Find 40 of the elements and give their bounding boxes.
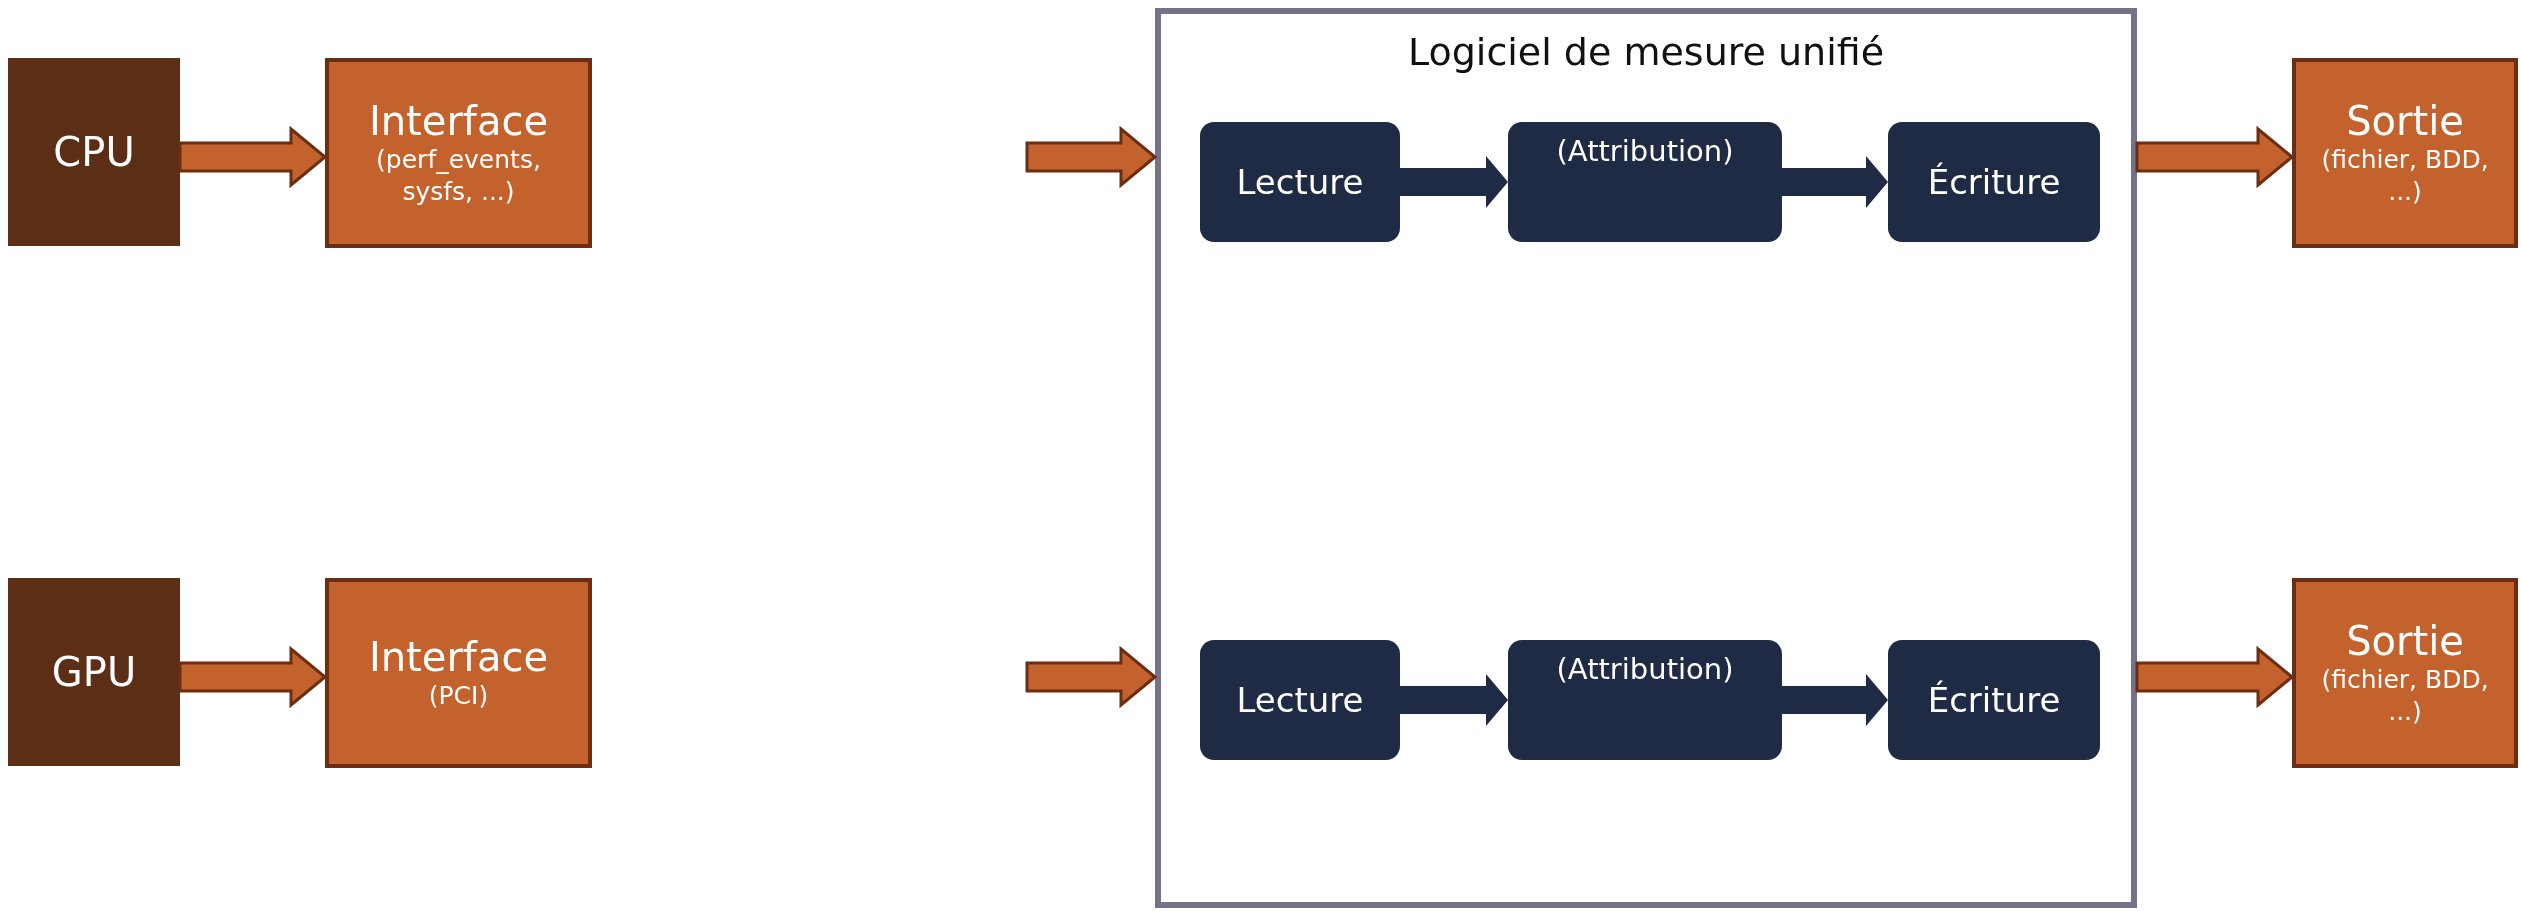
block-arrow bbox=[1782, 156, 1888, 208]
step-box bbox=[1888, 122, 2100, 242]
box-detail: (perf_events, sysfs, ...) bbox=[375, 143, 542, 208]
box-heading: Interface bbox=[368, 97, 549, 144]
step-box bbox=[1200, 640, 1400, 760]
component-box bbox=[8, 58, 180, 246]
block-arrow bbox=[178, 125, 328, 189]
box-label: Écriture bbox=[1927, 680, 2061, 720]
block-arrow bbox=[1400, 156, 1508, 208]
process-box bbox=[2292, 578, 2518, 768]
box-label: Lecture bbox=[1236, 680, 1364, 720]
box-heading: Sortie bbox=[2346, 97, 2464, 144]
block-arrow bbox=[178, 645, 328, 709]
step-box bbox=[1508, 640, 1782, 760]
box-label: (Attribution) bbox=[1556, 134, 1734, 168]
box-detail: (PCI) bbox=[428, 679, 489, 712]
block-arrow bbox=[1400, 674, 1508, 726]
step-box bbox=[1888, 640, 2100, 760]
process-box bbox=[325, 58, 592, 248]
block-arrow bbox=[2135, 125, 2295, 189]
block-arrow bbox=[2135, 645, 2295, 709]
software-panel bbox=[1155, 8, 2137, 908]
box-label: Écriture bbox=[1927, 162, 2061, 202]
box-heading: Sortie bbox=[2346, 617, 2464, 664]
process-box bbox=[325, 578, 592, 768]
box-label: GPU bbox=[51, 649, 137, 695]
box-label: CPU bbox=[53, 129, 135, 175]
panel-title: Logiciel de mesure unifié bbox=[1407, 30, 1884, 74]
block-arrow bbox=[1782, 674, 1888, 726]
block-arrow bbox=[1025, 645, 1158, 709]
box-label: Lecture bbox=[1236, 162, 1364, 202]
process-box bbox=[2292, 58, 2518, 248]
step-box bbox=[1200, 122, 1400, 242]
box-label: (Attribution) bbox=[1556, 652, 1734, 686]
box-detail: (fichier, BDD, ...) bbox=[2320, 663, 2490, 728]
block-arrow bbox=[1025, 125, 1158, 189]
step-box bbox=[1508, 122, 1782, 242]
component-box bbox=[8, 578, 180, 766]
box-heading: Interface bbox=[368, 633, 549, 680]
box-detail: (fichier, BDD, ...) bbox=[2320, 143, 2490, 208]
